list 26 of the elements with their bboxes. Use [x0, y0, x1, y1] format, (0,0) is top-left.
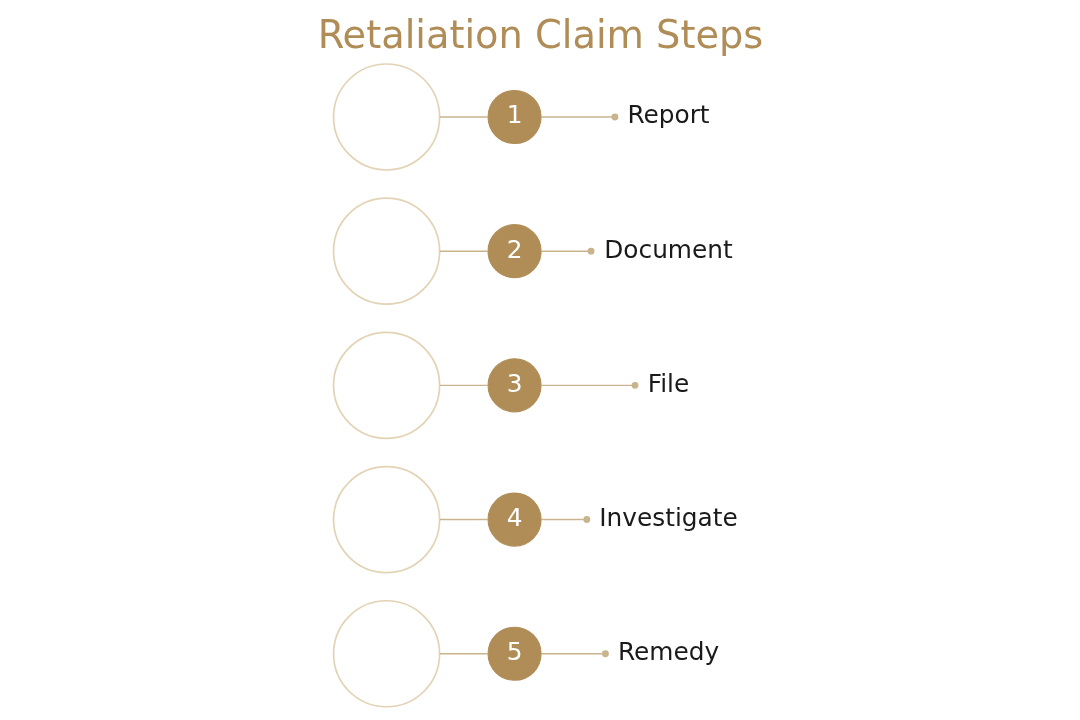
node-circle: 5 [487, 626, 542, 681]
node-circle [332, 331, 440, 440]
node-circle: 3 [487, 358, 542, 413]
diagram-title: Retaliation Claim Steps [317, 12, 763, 58]
node-text: Remedy [617, 637, 719, 667]
connector [438, 653, 489, 655]
node-circle [332, 63, 440, 171]
node-text: Document [603, 234, 733, 264]
connector [438, 518, 489, 521]
node-text: File [647, 368, 689, 398]
node-circle [332, 599, 440, 708]
connector [539, 516, 590, 523]
connector [438, 384, 489, 387]
connector [438, 250, 489, 252]
connector [539, 381, 638, 389]
node-circle: 4 [487, 492, 542, 547]
node-circle: 1 [487, 89, 542, 145]
connector [539, 650, 609, 658]
node-text: Report [626, 100, 710, 130]
connector [539, 247, 594, 255]
node-circle: 2 [487, 224, 542, 279]
node-text: Investigate [598, 502, 738, 532]
node-circle [332, 465, 440, 574]
node-circle [332, 197, 440, 306]
connector [438, 116, 489, 118]
connector [539, 113, 618, 121]
